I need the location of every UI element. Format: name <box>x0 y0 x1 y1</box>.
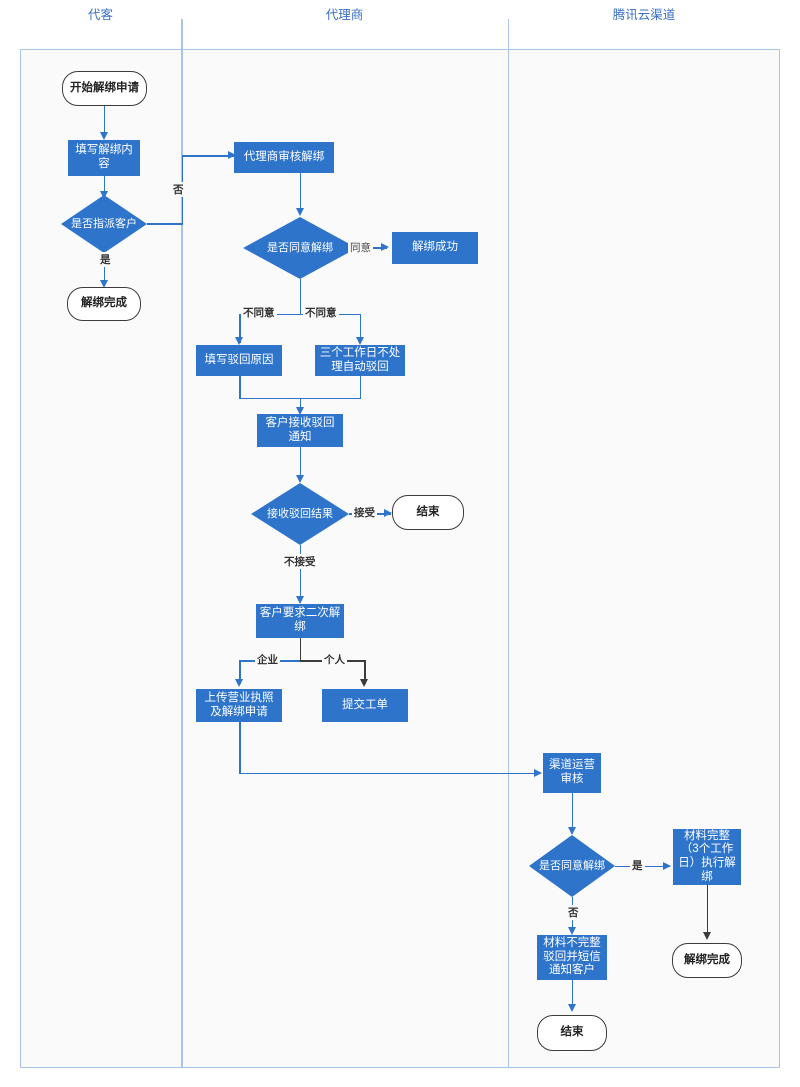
node-unbind-done-left[interactable]: 解绑完成 <box>67 287 141 321</box>
node-agent-review[interactable]: 代理商审核解绑 <box>234 142 334 173</box>
arrowhead-notaccept <box>295 596 304 604</box>
swimlane-frame <box>20 19 780 1068</box>
arrowhead-start-to-fill <box>99 132 108 140</box>
node-channel-review[interactable]: 渠道运营审核 <box>543 753 601 793</box>
arrowhead-to-customer-receive <box>295 407 304 415</box>
edge-disagree-stem <box>299 279 302 315</box>
arrowhead-to-channel-review <box>534 768 542 777</box>
edge-disagree-bus <box>239 313 361 316</box>
edge-individual-drop <box>364 660 366 684</box>
node-start[interactable]: 开始解绑申请 <box>62 71 147 106</box>
edge-materials-to-done <box>706 885 709 937</box>
lane-header-tencent: 腾讯云渠道 <box>612 8 676 22</box>
arrowhead-fill-to-decision <box>99 191 108 199</box>
edge-label-not-accept: 不接受 <box>282 554 318 569</box>
node-end-middle[interactable]: 结束 <box>392 495 464 530</box>
node-customer-receive-reject[interactable]: 客户接收驳回通知 <box>257 414 343 447</box>
node-fill-reject-reason[interactable]: 填写驳回原因 <box>196 345 282 376</box>
lane-divider-1 <box>181 19 183 1068</box>
node-end-right[interactable]: 结束 <box>537 1015 607 1051</box>
edge-fillreject-down <box>239 376 241 399</box>
edge-label-enterprise: 企业 <box>255 652 280 667</box>
edge-label-no-right: 否 <box>566 905 581 920</box>
arrowhead-disagree-right <box>355 337 364 345</box>
arrowhead-no-to-agent-review <box>228 151 236 160</box>
node-is-assigned-customer[interactable]: 是否指派客户 <box>61 195 147 253</box>
node-upload-license[interactable]: 上传营业执照及解绑申请 <box>196 689 282 722</box>
node-auto-reject[interactable]: 三个工作日不处理自动驳回 <box>315 345 405 376</box>
arrowhead-yes-to-done <box>99 280 108 288</box>
edge-channel-to-decision <box>571 793 574 832</box>
node-agree-unbind-right-label: 是否同意解绑 <box>539 859 605 872</box>
swimlane-header-row <box>20 19 780 50</box>
edge-label-yes-to-done: 是 <box>98 252 113 267</box>
edge-label-agree: 同意 <box>348 240 373 255</box>
edge-notaccept-v <box>299 545 302 601</box>
node-agree-unbind-label: 是否同意解绑 <box>267 241 333 254</box>
edge-label-individual: 个人 <box>322 652 347 667</box>
edge-start-to-fill <box>103 106 106 134</box>
node-customer-second-request[interactable]: 客户要求二次解绑 <box>256 604 344 638</box>
node-fill-content[interactable]: 填写解绑内容 <box>68 140 140 176</box>
node-receive-reject-result[interactable]: 接收驳回结果 <box>251 483 349 545</box>
edge-second-stem <box>299 638 302 661</box>
diamond-shape <box>251 483 349 545</box>
diamond-shape <box>529 835 615 897</box>
node-receive-reject-result-label: 接收驳回结果 <box>267 507 333 520</box>
arrowhead-individual <box>360 679 369 687</box>
node-unbind-success[interactable]: 解绑成功 <box>392 232 478 264</box>
arrowhead-agentreview-to-agree <box>295 208 304 216</box>
arrowhead-yes-right <box>663 861 671 870</box>
arrowhead-agree-to-success <box>381 243 389 252</box>
edge-label-disagree-right: 不同意 <box>303 305 339 320</box>
node-materials-incomplete[interactable]: 材料不完整驳回并短信通知客户 <box>537 935 607 980</box>
arrowhead-channel-to-decision <box>567 827 576 835</box>
edge-fill-to-decision <box>103 176 106 196</box>
edge-agentreview-to-agree <box>299 173 302 213</box>
lane-divider-2 <box>507 19 509 1068</box>
arrowhead-incomplete-to-end <box>567 1004 576 1012</box>
node-agree-unbind-right[interactable]: 是否同意解绑 <box>529 835 615 897</box>
edge-upload-down <box>239 722 241 774</box>
edge-incomplete-to-end <box>571 980 574 1008</box>
node-agree-unbind[interactable]: 是否同意解绑 <box>243 217 357 279</box>
arrowhead-disagree-left <box>235 337 244 345</box>
edge-label-no-to-agent: 否 <box>171 182 186 197</box>
node-unbind-done-right[interactable]: 解绑完成 <box>672 943 742 978</box>
node-submit-ticket[interactable]: 提交工单 <box>322 689 408 722</box>
arrowhead-receive-to-result <box>295 475 304 483</box>
lane-header-customer: 代客 <box>87 8 113 22</box>
edge-autoreject-down <box>359 376 362 399</box>
edge-reject-merge-drop <box>299 397 302 411</box>
edge-upload-to-channel-h <box>239 772 539 775</box>
arrowhead-accept-to-end <box>384 509 392 518</box>
arrowhead-materials-to-done <box>702 932 711 940</box>
node-materials-complete[interactable]: 材料完整（3个工作日）执行解绑 <box>673 829 741 885</box>
arrowhead-no-right <box>567 927 576 935</box>
edge-yes-to-done <box>103 253 106 285</box>
diamond-shape <box>243 217 357 279</box>
lane-header-agent: 代理商 <box>325 8 364 22</box>
edge-label-accept: 接受 <box>352 505 377 520</box>
edge-disagree-left-drop <box>239 313 241 343</box>
edge-no-seg-h2 <box>181 155 234 157</box>
diamond-shape <box>61 195 147 253</box>
edge-label-yes-right: 是 <box>630 858 645 873</box>
edge-receive-to-result <box>299 447 302 480</box>
edge-no-seg-h1 <box>147 223 183 225</box>
arrowhead-enterprise <box>235 679 244 687</box>
edge-disagree-right-drop <box>359 313 362 343</box>
edge-enterprise-drop <box>239 660 241 684</box>
node-is-assigned-customer-label: 是否指派客户 <box>71 217 137 230</box>
edge-label-disagree-left: 不同意 <box>241 305 277 320</box>
